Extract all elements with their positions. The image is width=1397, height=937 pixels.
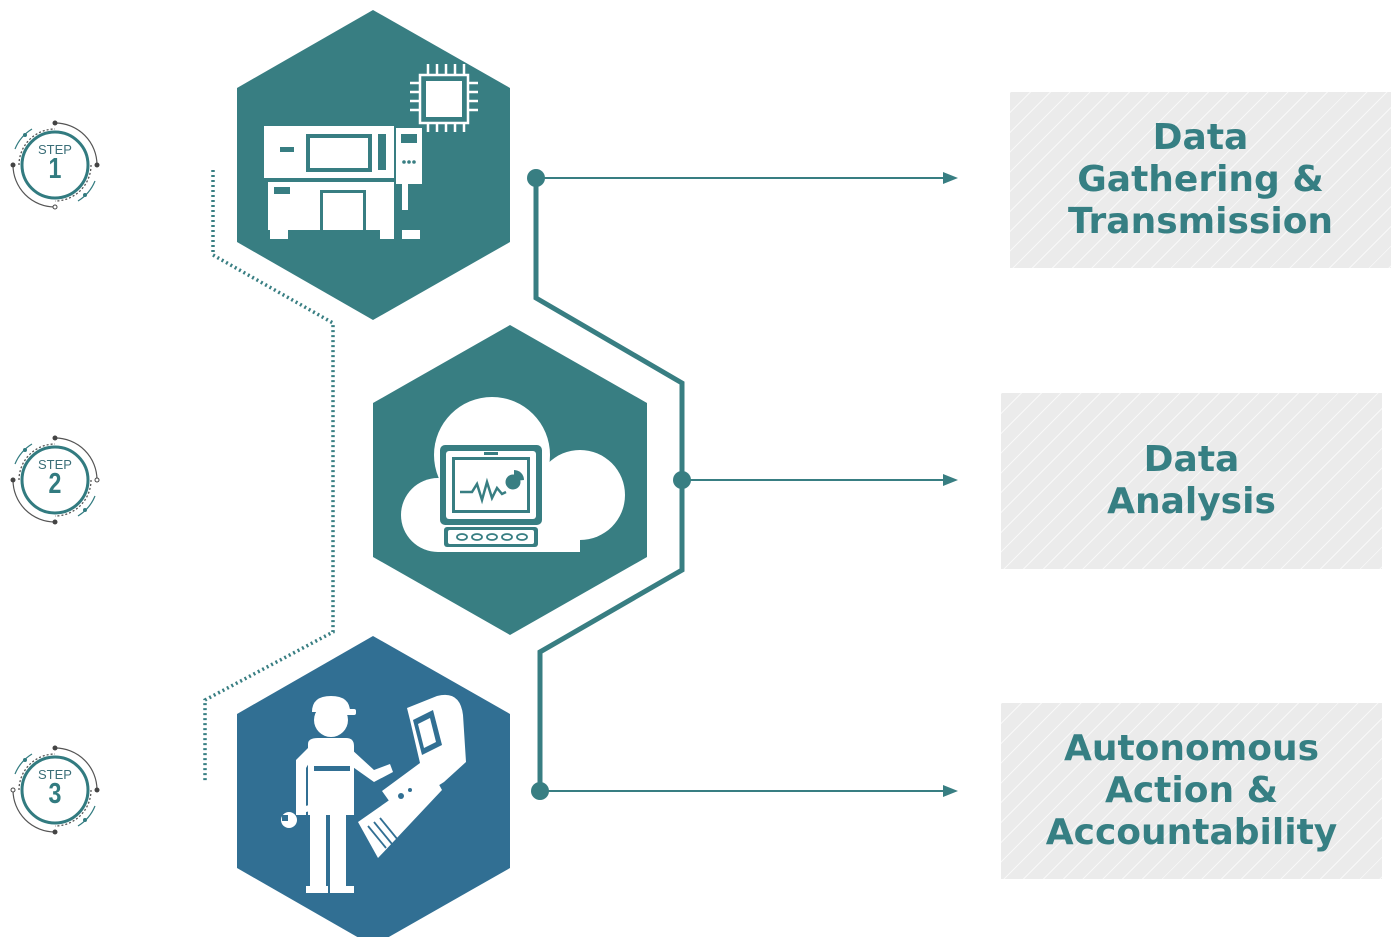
worker-control-panel-icon <box>281 694 466 893</box>
step-3-badge: STEP 3 <box>5 740 105 840</box>
step-badge-ring-icon <box>10 745 100 835</box>
arrow-step-1 <box>527 169 958 187</box>
step-1-word: STEP <box>38 142 72 157</box>
step-3-label-box: Autonomous Action & Accountability <box>1001 703 1382 879</box>
arrow-step-3 <box>531 782 958 800</box>
step-1-label-line-1: Data <box>1152 117 1249 158</box>
cloud-monitor-icon <box>401 397 625 552</box>
step-1-number: 1 <box>48 153 62 185</box>
step-2-label-box: Data Analysis <box>1001 393 1382 569</box>
step-2-word: STEP <box>38 457 72 472</box>
step-2-badge: STEP 2 <box>5 430 105 530</box>
step-badge-ring-icon <box>10 435 100 525</box>
step-2-label-line-1: Data <box>1143 439 1240 480</box>
step-2-label-line-2: Analysis <box>1107 481 1276 522</box>
arrow-step-2 <box>673 471 958 489</box>
step-1-label-line-2: Gathering & <box>1077 159 1324 200</box>
step-3-label-line-3: Accountability <box>1045 812 1338 853</box>
step-2-number: 2 <box>48 468 62 500</box>
hexagon-step-3 <box>237 636 510 937</box>
machine-chip-icon <box>264 64 478 239</box>
step-1-label-box: Data Gathering & Transmission <box>1010 92 1391 268</box>
step-3-word: STEP <box>38 767 72 782</box>
step-3-label-line-1: Autonomous <box>1063 728 1320 769</box>
step-3-number: 3 <box>48 778 62 810</box>
step-1-label-line-3: Transmission <box>1067 201 1334 242</box>
step-3-label-line-2: Action & <box>1104 770 1279 811</box>
dotted-guide-line <box>203 170 335 782</box>
step-1-badge: STEP 1 <box>5 115 105 215</box>
step-badge-ring-icon <box>10 120 100 210</box>
